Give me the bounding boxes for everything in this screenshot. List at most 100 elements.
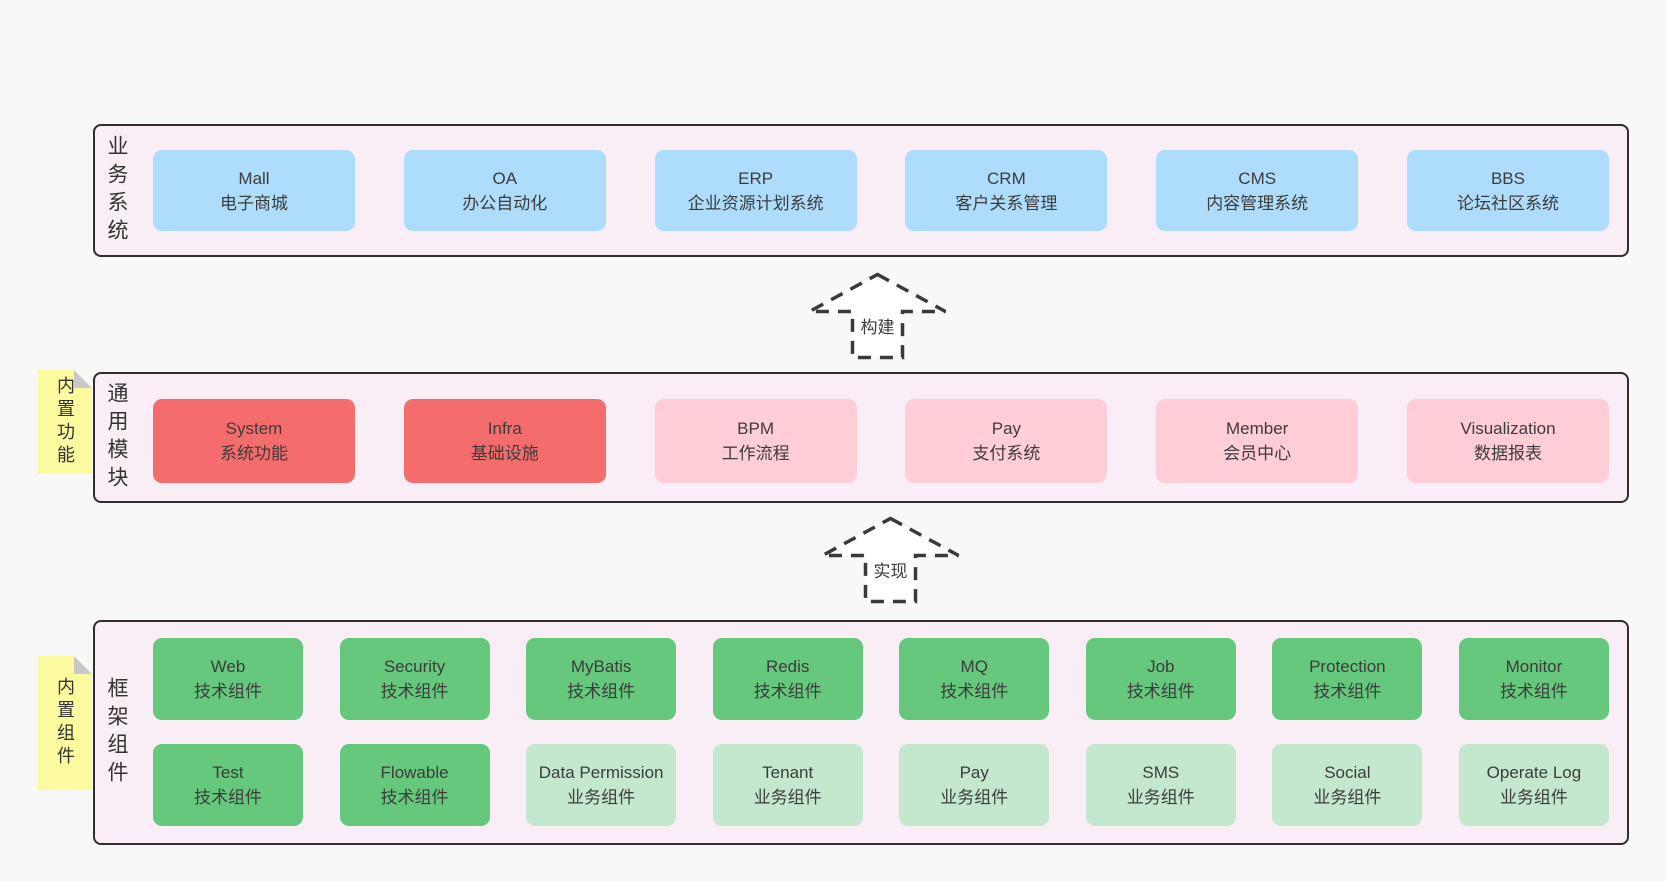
box-visualization-subtitle: 数据报表	[1473, 444, 1542, 463]
box-monitor: Monitor 技术组件	[1458, 638, 1609, 720]
box-mq-subtitle: 技术组件	[940, 682, 1009, 701]
business-panel-label: 业务系统	[105, 134, 128, 247]
box-bbs: BBS 论坛社区系统	[1406, 150, 1609, 231]
box-mybatis-subtitle: 技术组件	[567, 682, 636, 701]
framework-components-panel: 框架组件 Web 技术组件 Security 技术组件 MyBatis 技术组件…	[93, 620, 1629, 845]
box-test-title: Test	[212, 763, 244, 782]
box-mall-title: Mall	[238, 168, 270, 188]
box-redis-title: Redis	[765, 657, 810, 676]
box-data-permission-subtitle: 业务组件	[567, 788, 636, 807]
box-oa-subtitle: 办公自动化	[462, 193, 548, 213]
build-arrow: 构建	[807, 272, 948, 360]
box-bpm: BPM 工作流程	[654, 399, 857, 483]
box-infra: Infra 基础设施	[403, 399, 606, 483]
box-system-title: System	[225, 419, 283, 438]
box-visualization-title: Visualization	[1460, 419, 1556, 438]
box-operate-log-subtitle: 业务组件	[1499, 788, 1568, 807]
box-monitor-subtitle: 技术组件	[1499, 682, 1568, 701]
box-crm-title: CRM	[987, 168, 1026, 188]
box-erp: ERP 企业资源计划系统	[654, 150, 857, 231]
implement-arrow-label: 实现	[873, 562, 908, 581]
box-test: Test 技术组件	[153, 744, 303, 826]
box-bpm-subtitle: 工作流程	[721, 444, 790, 463]
box-protection-subtitle: 技术组件	[1313, 682, 1382, 701]
box-redis-subtitle: 技术组件	[753, 682, 822, 701]
box-security: Security 技术组件	[339, 638, 490, 720]
box-member-title: Member	[1226, 419, 1289, 438]
box-monitor-title: Monitor	[1505, 657, 1563, 676]
box-cms-title: CMS	[1238, 168, 1277, 188]
box-job-subtitle: 技术组件	[1126, 682, 1195, 701]
framework-row-1: Web 技术组件 Security 技术组件 MyBatis 技术组件 Redi…	[153, 638, 1609, 720]
builtin-functions-note: 内置功能	[38, 370, 92, 474]
box-web-subtitle: 技术组件	[194, 682, 262, 701]
box-member: Member 会员中心	[1156, 399, 1359, 483]
build-arrow-label: 构建	[860, 318, 895, 337]
modules-boxes-row: System 系统功能 Infra 基础设施 BPM 工作流程 Pay 支付系统…	[153, 399, 1609, 483]
box-pay-component: Pay 业务组件	[899, 744, 1050, 826]
box-cms-subtitle: 内容管理系统	[1206, 193, 1309, 213]
box-mq-title: MQ	[960, 657, 988, 676]
box-system: System 系统功能	[153, 399, 355, 483]
box-visualization: Visualization 数据报表	[1406, 399, 1609, 483]
implement-arrow: 实现	[820, 516, 961, 604]
box-redis: Redis 技术组件	[712, 638, 863, 720]
box-tenant: Tenant 业务组件	[712, 744, 863, 826]
box-mall-subtitle: 电子商城	[220, 193, 288, 213]
builtin-components-note-text: 内置组件	[55, 677, 75, 769]
box-social-subtitle: 业务组件	[1313, 788, 1382, 807]
box-pay-component-title: Pay	[959, 763, 989, 782]
box-sms: SMS 业务组件	[1085, 744, 1236, 826]
box-cms: CMS 内容管理系统	[1156, 150, 1359, 231]
box-flowable: Flowable 技术组件	[339, 744, 490, 826]
box-member-subtitle: 会员中心	[1223, 444, 1292, 463]
box-operate-log-title: Operate Log	[1486, 763, 1582, 782]
box-data-permission-title: Data Permission	[538, 763, 664, 782]
box-mybatis: MyBatis 技术组件	[526, 638, 677, 720]
box-flowable-title: Flowable	[380, 763, 449, 782]
box-protection: Protection 技术组件	[1272, 638, 1423, 720]
box-crm-subtitle: 客户关系管理	[955, 193, 1058, 213]
box-job: Job 技术组件	[1085, 638, 1236, 720]
box-sms-title: SMS	[1142, 763, 1180, 782]
box-social-title: Social	[1324, 763, 1371, 782]
box-system-subtitle: 系统功能	[220, 444, 288, 463]
box-security-title: Security	[383, 657, 446, 676]
box-infra-title: Infra	[487, 419, 522, 438]
box-mq: MQ 技术组件	[899, 638, 1050, 720]
box-sms-subtitle: 业务组件	[1126, 788, 1195, 807]
builtin-components-note: 内置组件	[38, 656, 92, 790]
box-protection-title: Protection	[1309, 657, 1386, 676]
box-infra-subtitle: 基础设施	[470, 444, 539, 463]
up-arrow-icon	[808, 272, 947, 360]
box-bbs-subtitle: 论坛社区系统	[1456, 193, 1559, 213]
framework-panel-label: 框架组件	[105, 676, 128, 789]
box-web: Web 技术组件	[153, 638, 303, 720]
business-boxes-row: Mall 电子商城 OA 办公自动化 ERP 企业资源计划系统 CRM 客户关系…	[153, 150, 1609, 231]
box-pay-module-subtitle: 支付系统	[972, 444, 1041, 463]
builtin-functions-note-text: 内置功能	[55, 376, 75, 468]
box-web-title: Web	[210, 657, 246, 676]
framework-row-2: Test 技术组件 Flowable 技术组件 Data Permission …	[153, 744, 1609, 826]
box-oa: OA 办公自动化	[403, 150, 606, 231]
box-data-permission: Data Permission 业务组件	[526, 744, 677, 826]
box-pay-component-subtitle: 业务组件	[940, 788, 1009, 807]
box-flowable-subtitle: 技术组件	[380, 788, 449, 807]
box-bpm-title: BPM	[737, 419, 775, 438]
box-oa-title: OA	[492, 168, 518, 188]
modules-panel-label: 通用模块	[105, 381, 128, 494]
common-modules-panel: 通用模块 System 系统功能 Infra 基础设施 BPM 工作流程 Pay…	[93, 372, 1629, 503]
box-erp-title: ERP	[738, 168, 774, 188]
box-operate-log: Operate Log 业务组件	[1458, 744, 1609, 826]
box-tenant-title: Tenant	[762, 763, 814, 782]
note-fold-corner	[74, 370, 92, 388]
box-test-subtitle: 技术组件	[194, 788, 262, 807]
box-social: Social 业务组件	[1272, 744, 1423, 826]
business-systems-panel: 业务系统 Mall 电子商城 OA 办公自动化 ERP 企业资源计划系统 CRM…	[93, 124, 1629, 257]
box-tenant-subtitle: 业务组件	[753, 788, 822, 807]
box-pay-module-title: Pay	[991, 419, 1022, 438]
box-job-title: Job	[1147, 657, 1175, 676]
up-arrow-icon	[821, 516, 960, 604]
box-mybatis-title: MyBatis	[570, 657, 632, 676]
